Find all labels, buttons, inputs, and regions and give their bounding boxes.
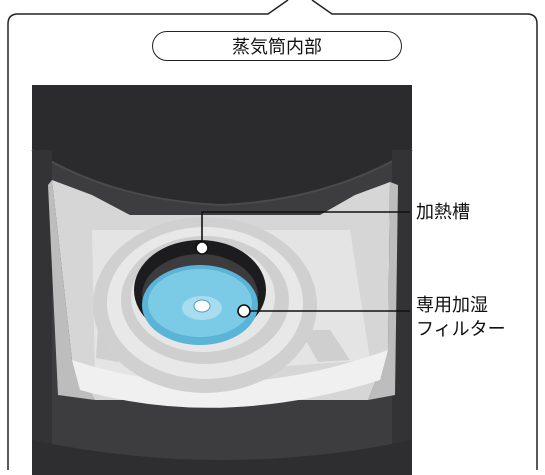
filter-label-line2: フィルター (416, 319, 506, 340)
filter-label-line1: 専用加湿 (416, 295, 488, 316)
heating-tank-marker (195, 241, 209, 255)
filter-label: 専用加湿 フィルター (416, 294, 506, 342)
leader-lines (201, 211, 410, 312)
title-label: 蒸気筒内部 (152, 31, 402, 61)
filter-marker (237, 304, 251, 318)
callout-frame (7, 0, 538, 470)
humidifying-filter (142, 265, 258, 345)
heating-tank-label: 加熱槽 (416, 202, 470, 223)
